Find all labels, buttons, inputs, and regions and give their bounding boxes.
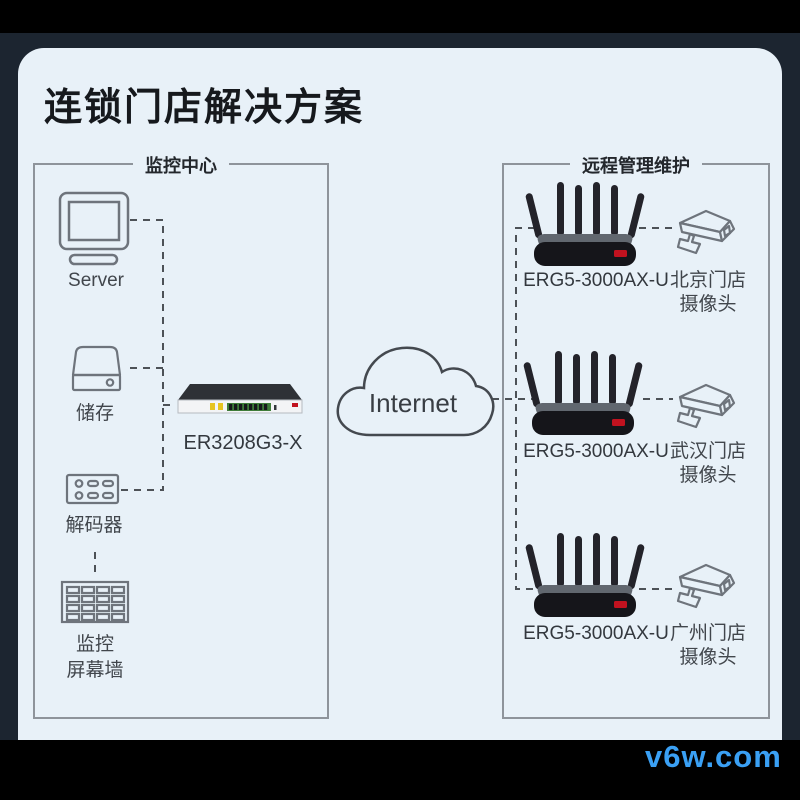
store-router-label: ERG5-3000AX-U <box>523 623 669 644</box>
decoder-label: 解码器 <box>65 515 123 536</box>
store-router-icon <box>524 533 646 617</box>
store-camera-icon <box>676 209 736 255</box>
screen-wall-icon <box>60 580 130 624</box>
store-router-icon <box>524 182 646 266</box>
store-camera-label: 武汉门店 摄像头 <box>669 441 746 486</box>
store-router-label: ERG5-3000AX-U <box>523 270 669 291</box>
remote-management-label: 远程管理维护 <box>570 152 702 178</box>
page-title: 连锁门店解决方案 <box>44 87 365 129</box>
store-camera-icon <box>676 383 736 429</box>
connector-lines <box>94 219 673 590</box>
storage-label: 储存 <box>75 403 114 424</box>
gateway-router-label: ER3208G3-X <box>183 432 303 454</box>
decoder-icon <box>65 473 120 505</box>
server-label: Server <box>68 270 124 291</box>
store-camera-label: 北京门店 摄像头 <box>669 270 746 315</box>
internet-label: Internet <box>368 388 458 418</box>
store-camera-label: 广州门店 摄像头 <box>669 623 746 668</box>
server-icon <box>58 191 130 266</box>
store-router-label: ERG5-3000AX-U <box>523 441 669 462</box>
store-router-icon <box>522 351 644 435</box>
screen-wall-label: 监控 屏幕墙 <box>66 634 124 681</box>
internet-cloud-icon <box>336 346 495 437</box>
monitoring-center-panel: 监控中心 <box>33 152 329 719</box>
diagram-canvas <box>58 182 736 624</box>
diagram-sheet: 连锁门店解决方案 监控中心 远程管理维护 <box>18 48 782 740</box>
store-camera-icon <box>676 563 736 609</box>
storage-icon <box>71 345 122 392</box>
monitoring-center-label: 监控中心 <box>133 152 229 178</box>
remote-management-panel: 远程管理维护 <box>502 152 770 719</box>
gateway-router-icon <box>177 384 303 414</box>
watermark: v6w.com <box>645 739 782 774</box>
